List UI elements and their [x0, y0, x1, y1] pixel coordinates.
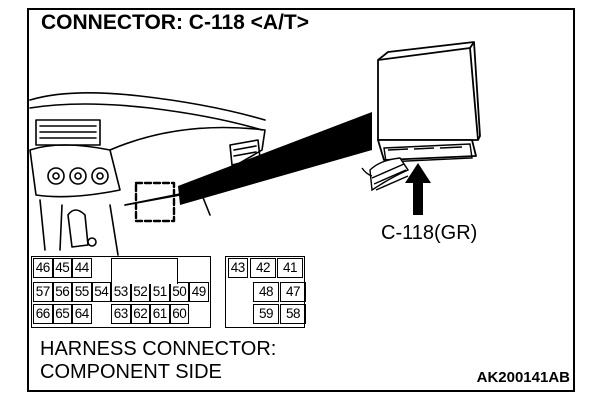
connector-pin: 49 [189, 282, 209, 302]
connector-pin: 59 [253, 304, 279, 324]
connector-pin: 60 [169, 304, 189, 324]
connector-pin: 48 [253, 282, 279, 302]
dash-top-line-2 [29, 103, 263, 131]
connector-pin: 44 [72, 258, 92, 278]
caption-line-2: COMPONENT SIDE [40, 361, 222, 383]
caption-line-1: HARNESS CONNECTOR: [40, 338, 277, 360]
connector-pin: 61 [150, 304, 170, 324]
connector-pin: 41 [277, 258, 303, 278]
connector-pin: 51 [150, 282, 170, 302]
connector-housing-right [225, 256, 305, 328]
console [39, 199, 119, 256]
left-vent [35, 119, 101, 146]
harness-plug [361, 143, 473, 192]
connector-pin: 63 [111, 304, 131, 324]
ecu-module [377, 41, 481, 161]
connector-pin: 66 [33, 304, 53, 324]
connector-key-block [111, 258, 178, 284]
connector-pin: 54 [91, 282, 111, 302]
connector-pin: 42 [250, 258, 276, 278]
connector-pin: 52 [130, 282, 150, 302]
connector-pin: 62 [130, 304, 150, 324]
callout-arrow [405, 163, 431, 215]
dash-top-line [29, 92, 266, 121]
diagram-frame [27, 8, 575, 392]
connector-pin: 65 [52, 304, 72, 324]
center-panel [29, 144, 121, 198]
connector-pin: 58 [280, 304, 306, 324]
figure-code: AK200141AB [476, 369, 570, 386]
connector-callout-label: C-118(GR) [381, 222, 478, 244]
connector-pin: 43 [228, 258, 248, 278]
shifter [67, 209, 89, 248]
pointer-beam [178, 112, 372, 205]
connector-pin: 45 [52, 258, 72, 278]
connector-pin: 46 [33, 258, 53, 278]
connector-pin: 50 [169, 282, 189, 302]
caption: HARNESS CONNECTOR: COMPONENT SIDE [40, 338, 276, 384]
connector-pin: 57 [33, 282, 53, 302]
control-knobs [47, 167, 109, 185]
connector-pin: 47 [280, 282, 306, 302]
connector-pin: 64 [72, 304, 92, 324]
connector-pin: 53 [111, 282, 131, 302]
diagram-title: CONNECTOR: C-118 <A/T> [41, 11, 310, 34]
connector-pin: 55 [72, 282, 92, 302]
connector-pin: 56 [52, 282, 72, 302]
connector-housing-left [31, 256, 211, 328]
